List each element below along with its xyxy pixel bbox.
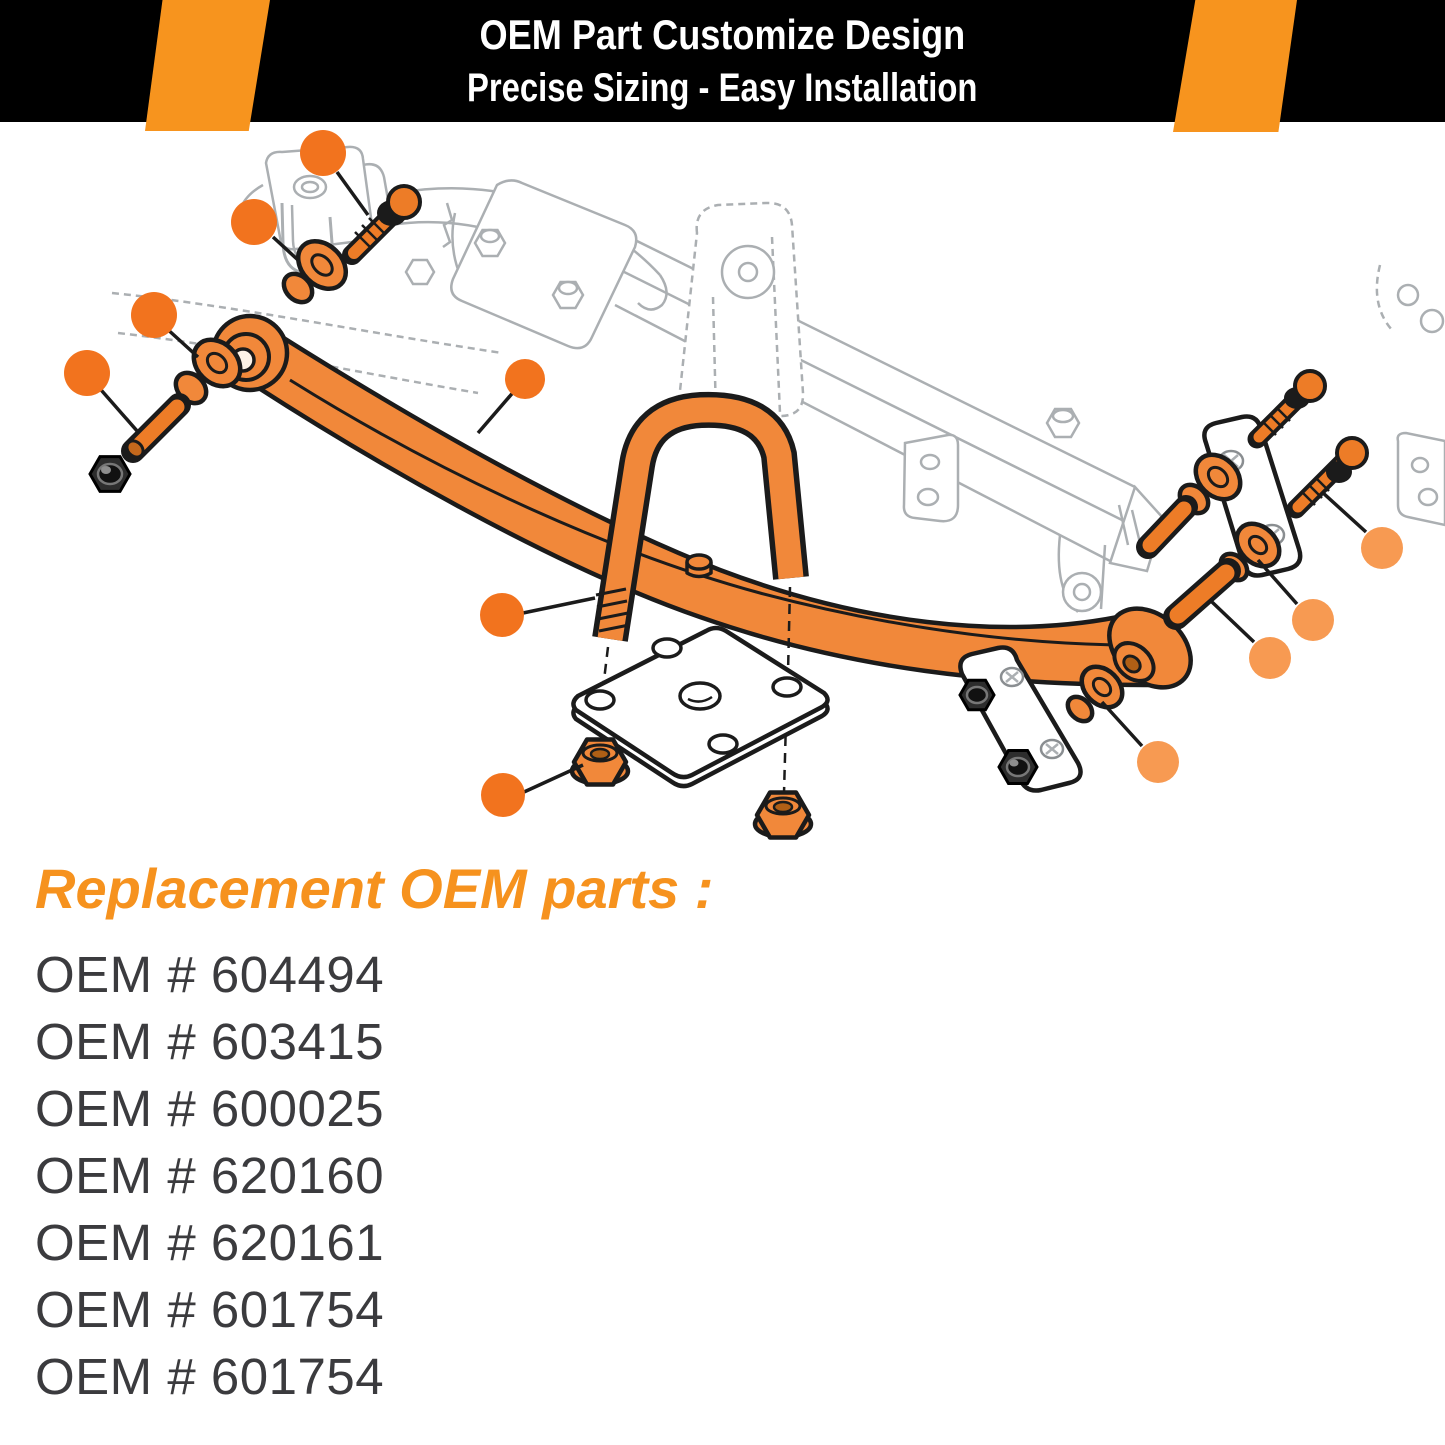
u-bolt-nut-right: [752, 790, 814, 840]
banner-title-line2: Precise Sizing - Easy Installation: [467, 65, 978, 110]
callout-dot: [1137, 741, 1179, 783]
oem-part-number: OEM # 603415: [35, 1012, 385, 1070]
oem-part-number: OEM # 604494: [35, 945, 385, 1003]
replacement-parts-section: Replacement OEM parts : OEM # 604494 OEM…: [35, 857, 714, 1410]
callout-dot: [1249, 637, 1291, 679]
callout-dot: [481, 773, 525, 817]
callout-dot: [1292, 599, 1334, 641]
rear-hardware: [958, 369, 1369, 793]
front-lock-nut: [88, 455, 132, 493]
decorative-stripe-right: [1173, 0, 1297, 132]
rear-shackle-nut-lower: [997, 749, 1039, 785]
callout-dot: [131, 292, 177, 338]
callout-dot: [231, 199, 277, 245]
oem-part-number: OEM # 620161: [35, 1213, 385, 1271]
oem-part-number: OEM # 601754: [35, 1280, 385, 1338]
decorative-stripe-left: [145, 0, 270, 131]
parts-list: OEM # 604494 OEM # 603415 OEM # 600025 O…: [35, 941, 713, 1410]
leader-lines: [93, 170, 1368, 794]
rear-shackle-bolt-upper: [1247, 369, 1327, 449]
callout-dot: [64, 350, 110, 396]
spring-center-pin: [685, 553, 713, 579]
oem-part-number: OEM # 620160: [35, 1146, 385, 1204]
frame-sketch: [111, 145, 1445, 613]
front-hardware: [88, 184, 422, 493]
banner-title-line1: OEM Part Customize Design: [479, 11, 966, 59]
front-hanger-bolt: [342, 184, 422, 265]
callout-dot: [505, 359, 545, 399]
oem-part-number: OEM # 600025: [35, 1079, 385, 1137]
exploded-diagram: [0, 125, 1445, 895]
oem-part-number: OEM # 601754: [35, 1347, 385, 1405]
rear-shackle-inner: [958, 645, 1083, 793]
callout-dot: [300, 130, 346, 176]
parts-heading: Replacement OEM parts :: [35, 857, 714, 920]
rear-shackle-bolt-lower: [1286, 436, 1369, 519]
u-bolt-assembly: [569, 391, 830, 840]
callout-dot: [1361, 527, 1403, 569]
u-bolt-plate: [571, 625, 830, 789]
rear-shackle-nut-upper: [958, 678, 996, 712]
callout-dot: [480, 593, 524, 637]
callout-dots: [64, 130, 1403, 817]
front-spacer-tube: [121, 393, 191, 463]
